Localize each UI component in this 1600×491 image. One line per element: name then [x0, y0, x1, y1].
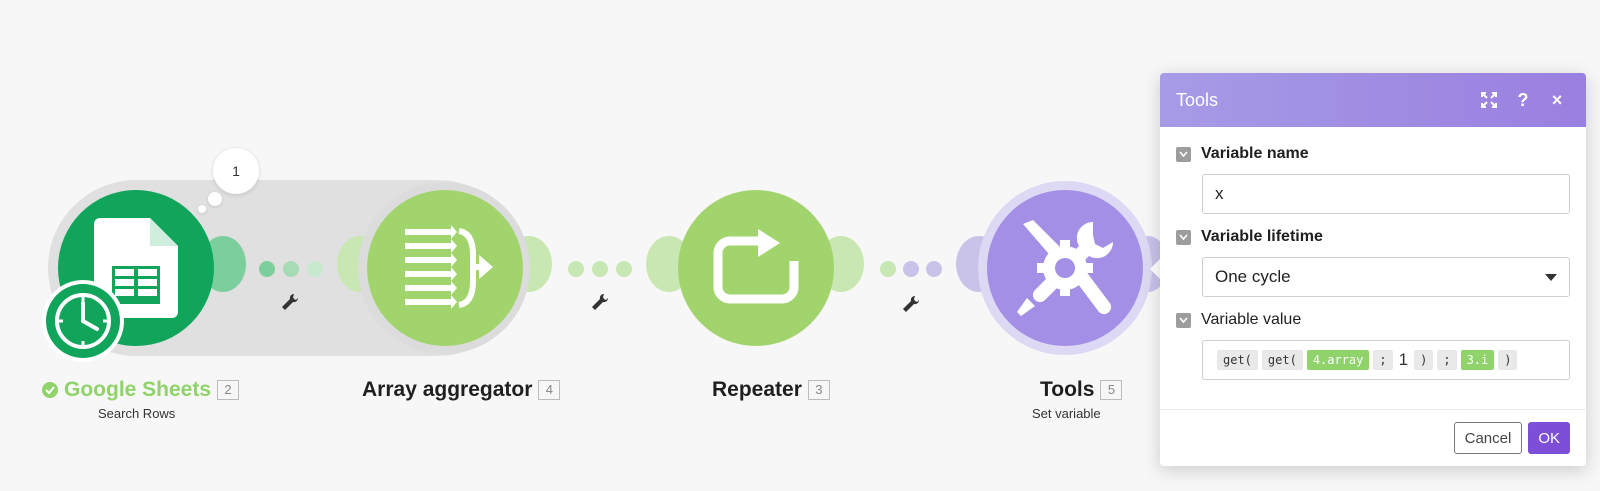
operations-count-bubble: 1 [213, 148, 259, 194]
variable-lifetime-select[interactable]: One cycle [1202, 257, 1570, 297]
help-icon[interactable]: ? [1517, 89, 1529, 110]
variable-value-expression-input[interactable]: get( get( 4.array ; 1 ) ; 3.i ) [1202, 340, 1570, 380]
variable-value-field: Variable value get( get( 4.array ; 1 ) ;… [1176, 311, 1570, 380]
field-header: Variable name [1176, 145, 1570, 163]
module-name: Tools [1040, 378, 1095, 401]
connector-dot [259, 261, 275, 277]
caret-down-icon [1545, 273, 1557, 281]
close-paren-token[interactable]: ) [1498, 350, 1518, 370]
variable-lifetime-field: Variable lifetime One cycle [1176, 228, 1570, 297]
connector-dot [880, 261, 896, 277]
field-header: Variable lifetime [1176, 228, 1570, 246]
module-name: Google Sheets [64, 378, 212, 401]
module-label-repeater: Repeater 3 [712, 378, 830, 402]
variable-name-field: Variable name x [1176, 145, 1570, 214]
module-index: 5 [1100, 380, 1123, 400]
variable-lifetime-value: One cycle [1215, 267, 1291, 286]
bubble-tail [208, 192, 222, 206]
close-icon[interactable]: × [1551, 89, 1563, 110]
variable-value-label: Variable value [1201, 311, 1302, 328]
panel-header: Tools ? × [1160, 73, 1586, 127]
tools-module[interactable] [987, 190, 1143, 346]
ok-button[interactable]: OK [1528, 422, 1570, 454]
operations-count: 1 [232, 163, 240, 179]
spreadsheet-icon [94, 218, 178, 318]
check-circle-icon [42, 382, 58, 398]
module-name: Array aggregator [362, 378, 533, 401]
function-token[interactable]: get( [1217, 350, 1258, 370]
literal-token[interactable]: 1 [1398, 350, 1409, 369]
google-sheets-module[interactable] [58, 190, 214, 346]
module-index: 3 [807, 380, 830, 400]
wrench-icon[interactable] [280, 292, 300, 312]
connector-dot [568, 261, 584, 277]
expand-icon[interactable] [1476, 87, 1502, 113]
collapse-toggle-icon[interactable] [1176, 312, 1191, 328]
panel-footer: Cancel OK [1160, 409, 1586, 466]
connector-dot [903, 261, 919, 277]
tools-icon [1017, 220, 1114, 316]
module-index: 4 [538, 380, 561, 400]
connector-dot [616, 261, 632, 277]
collapse-toggle-icon[interactable] [1176, 146, 1191, 162]
wrench-icon[interactable] [590, 292, 610, 312]
bubble-tail [198, 205, 206, 213]
module-index: 2 [217, 380, 240, 400]
module-action-google-sheets: Search Rows [98, 406, 176, 421]
variable-name-input[interactable]: x [1202, 174, 1570, 214]
module-name: Repeater [712, 378, 802, 401]
module-action-tools: Set variable [1032, 406, 1101, 421]
separator-token[interactable]: ; [1437, 350, 1457, 370]
cancel-button[interactable]: Cancel [1453, 422, 1523, 454]
variable-name-label: Variable name [1201, 145, 1309, 162]
repeat-icon [713, 229, 799, 304]
variable-token[interactable]: 4.array [1306, 350, 1370, 370]
module-label-tools: Tools 5 [1040, 378, 1123, 402]
function-token[interactable]: get( [1261, 350, 1303, 370]
module-label-array-aggregator: Array aggregator 4 [362, 378, 561, 402]
variable-token[interactable]: 3.i [1460, 350, 1495, 370]
connector-dot [592, 261, 608, 277]
aggregator-icon [405, 225, 493, 309]
repeater-module[interactable] [678, 190, 834, 346]
collapse-toggle-icon[interactable] [1176, 229, 1191, 245]
clock-trigger-badge[interactable] [42, 280, 124, 362]
connector-dot [283, 261, 299, 277]
module-label-google-sheets: Google Sheets 2 [42, 378, 240, 402]
connector-dot [307, 261, 323, 277]
separator-token[interactable]: ; [1373, 350, 1393, 370]
connector-dot [926, 261, 942, 277]
field-header: Variable value [1176, 311, 1570, 329]
array-aggregator-module[interactable] [367, 190, 523, 346]
panel-title: Tools [1176, 89, 1219, 110]
clock-icon [55, 293, 111, 349]
close-paren-token[interactable]: ) [1414, 350, 1434, 370]
wrench-icon[interactable] [901, 294, 921, 314]
variable-lifetime-label: Variable lifetime [1201, 228, 1323, 245]
panel-pointer [1150, 258, 1161, 280]
panel-body: Variable name x Variable lifetime One cy… [1160, 127, 1586, 380]
tools-settings-panel: Tools ? × Variable name x V [1160, 73, 1586, 466]
